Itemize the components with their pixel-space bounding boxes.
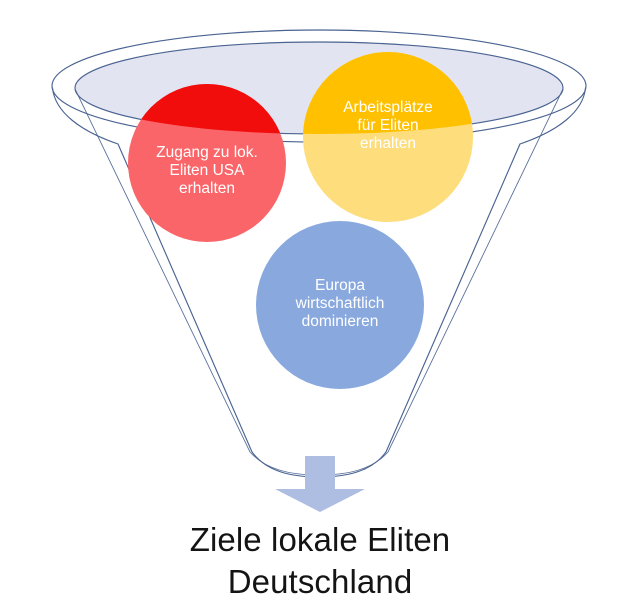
funnel-caption: Ziele lokale Eliten Deutschland — [189, 521, 451, 601]
bubble-yellow-shape — [303, 52, 473, 222]
bubble-red-label: Zugang zu lok. Eliten USA erhalten — [156, 143, 258, 198]
bubble-red: Zugang zu lok. Eliten USA erhalten — [128, 84, 286, 242]
bubble-yellow-label: Arbeitsplätze für Eliten erhalten — [343, 98, 433, 153]
bubble-blue: Europa wirtschaftlich dominieren — [256, 221, 424, 389]
bubble-blue-shape — [256, 221, 424, 389]
bubble-blue-label: Europa wirtschaftlich dominieren — [295, 276, 385, 331]
bubble-yellow: Arbeitsplätze für Eliten erhalten — [303, 52, 473, 222]
bubble-red-shape — [128, 84, 286, 242]
funnel-wall-right — [318, 87, 587, 478]
down-arrow-icon — [275, 456, 365, 512]
funnel-wall-left — [51, 87, 320, 478]
